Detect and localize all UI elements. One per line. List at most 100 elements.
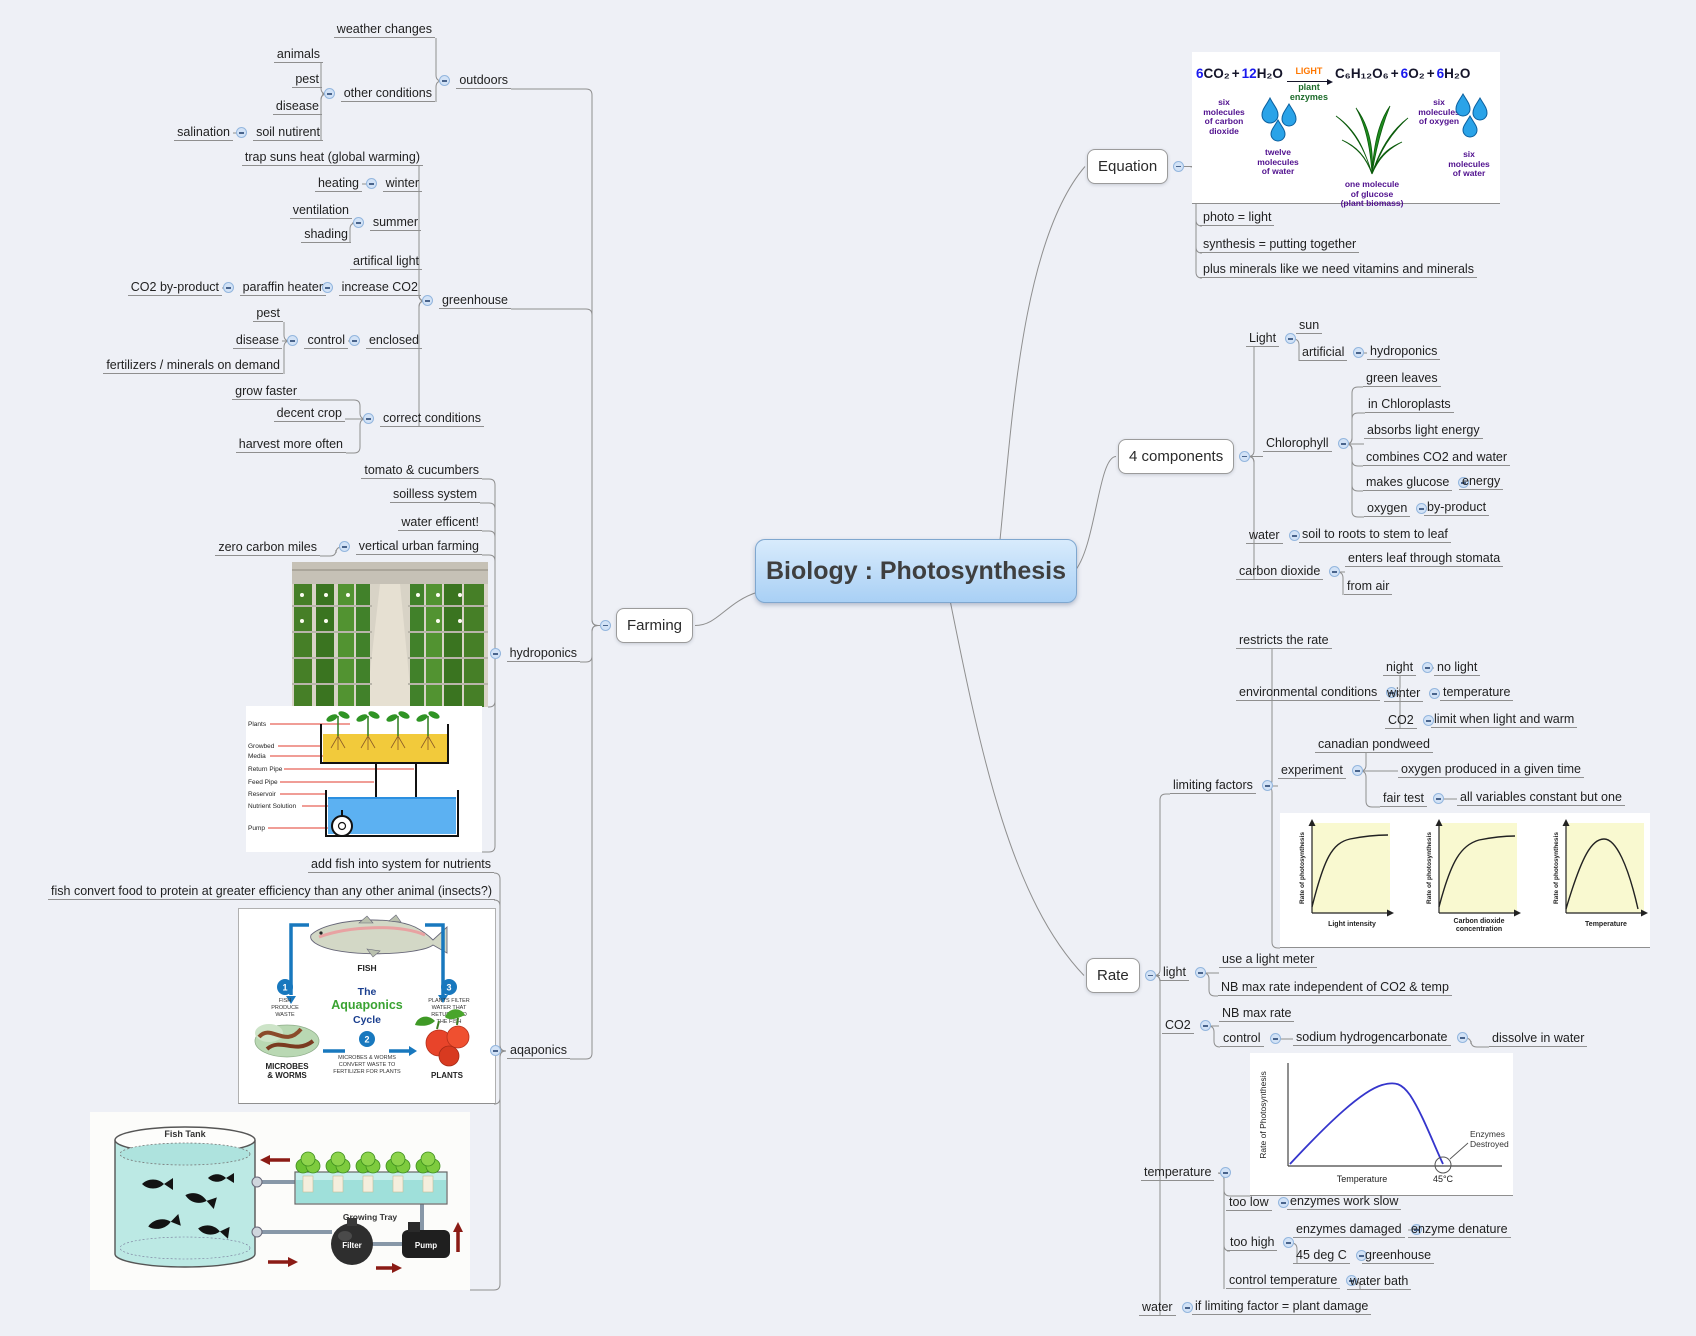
topic-nb_max_co2temp[interactable]: NB max rate independent of CO2 & temp [1218,980,1452,996]
topic-green_leaves[interactable]: green leaves [1363,371,1441,387]
topic-control_temp[interactable]: control temperature [1226,1273,1358,1289]
collapse-icon[interactable] [1144,969,1156,981]
topic-canadian[interactable]: canadian pondweed [1315,737,1433,753]
topic-soil_nutirent[interactable]: soil nutirent [236,125,323,141]
topic-vertical_urban[interactable]: vertical urban farming [338,539,482,555]
collapse-icon[interactable] [352,217,364,228]
topic-all_variables[interactable]: all variables constant but one [1457,790,1625,806]
topic-paraffin_heater[interactable]: paraffin heater [222,280,326,296]
topic-use_light_meter[interactable]: use a light meter [1219,952,1318,968]
topic-farming[interactable]: Farming [600,608,694,643]
collapse-icon[interactable] [1285,333,1297,344]
topic-pest_g[interactable]: pest [253,306,283,322]
collapse-icon[interactable] [1422,715,1434,726]
collapse-icon[interactable] [1410,1224,1422,1235]
topic-oxygen_produced[interactable]: oxygen produced in a given time [1398,762,1584,778]
topic-aqaponics[interactable]: aqaponics [490,1043,570,1059]
topic-water_rate[interactable]: water [1139,1300,1193,1316]
collapse-icon[interactable] [1199,1020,1211,1031]
collapse-icon[interactable] [1173,160,1185,172]
topic-harvest_more[interactable]: harvest more often [235,437,346,453]
topic-water_bath[interactable]: water bath [1347,1274,1412,1290]
topic-add_fish[interactable]: add fish into system for nutrients [308,857,494,873]
topic-fair_test[interactable]: fair test [1380,791,1444,807]
collapse-icon[interactable] [1386,687,1398,698]
topic-summer_g[interactable]: summer [352,215,421,231]
collapse-icon[interactable] [1269,1033,1281,1044]
topic-zero_carbon[interactable]: zero carbon miles [215,540,320,556]
topic-synthesis_put[interactable]: synthesis = putting together [1200,237,1360,253]
collapse-icon[interactable] [1416,503,1428,514]
collapse-icon[interactable] [348,335,360,346]
collapse-icon[interactable] [1353,347,1365,358]
collapse-icon[interactable] [1346,1275,1358,1286]
topic-deg45[interactable]: 45 deg C [1293,1248,1367,1264]
hydroponic-diagram-topic[interactable]: Plants Growbed Media Return Pipe Feed Pi… [246,706,482,852]
topic-enzymes_damaged[interactable]: enzymes damaged [1293,1222,1422,1238]
topic-co2_rate[interactable]: CO2 [1162,1018,1211,1034]
central-topic[interactable]: Biology : Photosynthesis [755,539,1077,603]
collapse-icon[interactable] [1337,438,1349,449]
collapse-icon[interactable] [600,619,611,631]
collapse-icon[interactable] [1422,662,1434,673]
topic-grow_faster[interactable]: grow faster [232,384,300,400]
topic-control_g[interactable]: control [287,333,348,349]
topic-fish_convert[interactable]: fish convert food to protein at greater … [48,884,495,900]
temperature-graph-topic[interactable]: Enzymes Destroyed Rate of Photosynthesis… [1250,1053,1513,1196]
topic-from_air[interactable]: from air [1344,579,1393,595]
topic-shading[interactable]: shading [301,227,351,243]
topic-artificial[interactable]: artificial [1299,345,1365,361]
topic-limiting_factors[interactable]: limiting factors [1170,778,1273,794]
topic-fertilizers[interactable]: fertilizers / minerals on demand [103,358,283,374]
collapse-icon[interactable] [1351,765,1363,776]
collapse-icon[interactable] [1429,688,1441,699]
collapse-icon[interactable] [1355,1250,1367,1261]
topic-control_r[interactable]: control [1220,1031,1281,1047]
topic-artifical_light[interactable]: artifical light [350,254,422,270]
topic-env_conditions[interactable]: environmental conditions [1236,685,1398,701]
topic-in_chloroplasts[interactable]: in Chloroplasts [1365,397,1454,413]
topic-greenhouse[interactable]: greenhouse [421,293,511,309]
topic-decent_crop[interactable]: decent crop [273,406,345,422]
limiting-factor-graphs-topic[interactable]: Rate of photosynthesis Light intensity R… [1280,813,1650,948]
topic-limit_when[interactable]: limit when light and warm [1431,712,1578,728]
collapse-icon[interactable] [1458,477,1470,488]
topic-carbon_dioxide_c[interactable]: carbon dioxide [1236,564,1341,580]
topic-experiment[interactable]: experiment [1278,763,1363,779]
collapse-icon[interactable] [1288,530,1300,541]
collapse-icon[interactable] [321,282,333,293]
topic-light_c[interactable]: Light [1246,331,1297,347]
topic-no_light[interactable]: no light [1434,660,1481,676]
collapse-icon[interactable] [338,541,350,552]
topic-soilless[interactable]: soilless system [389,487,480,503]
topic-winter_r[interactable]: winter [1384,686,1441,702]
topic-animals[interactable]: animals [273,47,323,63]
topic-too_low[interactable]: too low [1226,1195,1289,1211]
topic-chlorophyll[interactable]: Chlorophyll [1263,436,1349,452]
topic-absorbs[interactable]: absorbs light energy [1364,423,1483,439]
topic-ventilation[interactable]: ventilation [289,203,352,219]
topic-enzymes_slow[interactable]: enzymes work slow [1287,1194,1402,1210]
collapse-icon[interactable] [1194,967,1206,978]
topic-heating[interactable]: heating [314,176,362,192]
topic-hydroponics2[interactable]: hydroponics [1367,344,1441,360]
collapse-icon[interactable] [1283,1237,1295,1248]
topic-too_high[interactable]: too high [1227,1235,1295,1251]
topic-photo_light[interactable]: photo = light [1200,210,1275,226]
topic-greenhouse_r[interactable]: greenhouse [1362,1248,1435,1264]
topic-co2_byproduct[interactable]: CO2 by-product [127,280,222,296]
topic-sodium[interactable]: sodium hydrogencarbonate [1293,1030,1468,1046]
topic-sun[interactable]: sun [1296,318,1323,334]
topic-temperature_r[interactable]: temperature [1440,685,1514,701]
topic-byproduct_c[interactable]: by-product [1424,500,1490,516]
collapse-icon[interactable] [236,127,248,138]
collapse-icon[interactable] [1456,1032,1468,1043]
topic-disease_o[interactable]: disease [272,99,322,115]
collapse-icon[interactable] [1261,780,1273,791]
topic-enters_stomata[interactable]: enters leaf through stomata [1345,551,1504,567]
topic-water_c[interactable]: water [1246,528,1300,544]
vertical-farm-photo-topic[interactable] [292,562,488,707]
topic-water_efficent[interactable]: water efficent! [398,515,482,531]
collapse-icon[interactable] [1181,1302,1193,1313]
topic-disease_g[interactable]: disease [232,333,282,349]
